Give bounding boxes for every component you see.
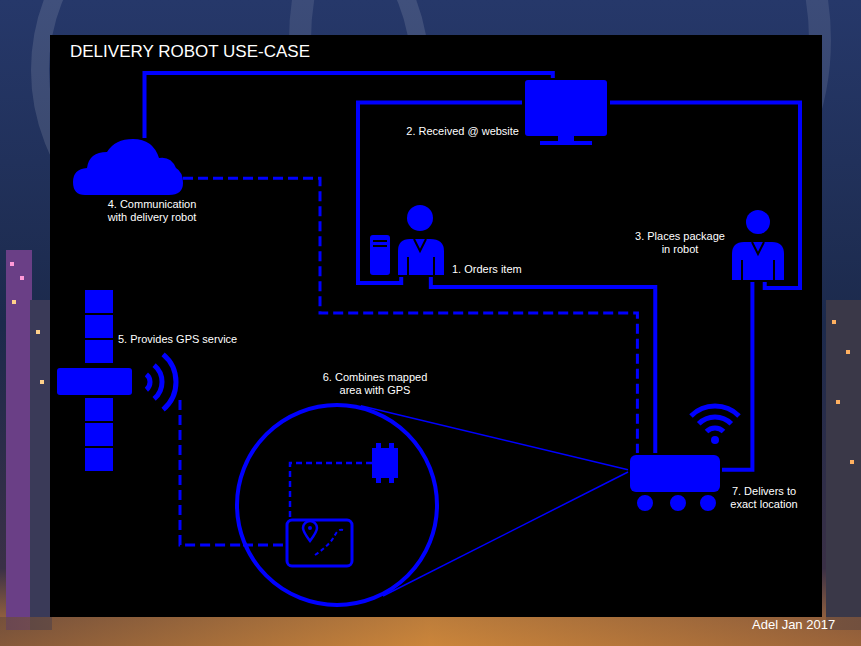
window-light bbox=[10, 262, 14, 266]
robot-wheel bbox=[699, 494, 717, 512]
person-head bbox=[746, 210, 770, 234]
chip-pin bbox=[376, 443, 381, 448]
person-body bbox=[398, 239, 444, 275]
connector-line bbox=[358, 102, 522, 283]
tower-detail bbox=[373, 245, 387, 247]
step-caption: 7. Delivers to exact location bbox=[724, 485, 804, 511]
solar-panel bbox=[85, 423, 113, 446]
window-light bbox=[846, 350, 850, 354]
chip-pin bbox=[376, 478, 381, 483]
robot-node: 7. Delivers to exact location bbox=[628, 453, 722, 515]
connector-line bbox=[361, 406, 628, 470]
window-light bbox=[20, 276, 24, 280]
node-icon bbox=[55, 288, 180, 478]
diagram-panel bbox=[50, 35, 822, 617]
wifi-arc bbox=[699, 417, 732, 424]
robot-wheel bbox=[636, 494, 654, 512]
cloud-shape bbox=[73, 139, 183, 195]
city-road bbox=[0, 617, 861, 646]
window-light bbox=[850, 460, 854, 464]
gps-link bbox=[243, 544, 287, 547]
building bbox=[6, 250, 32, 630]
wifi-dot bbox=[711, 436, 719, 444]
person-collar bbox=[414, 239, 426, 251]
robot-body bbox=[630, 455, 720, 492]
credit-note: Adel Jan 2017 bbox=[752, 617, 835, 632]
node-icon bbox=[628, 453, 722, 515]
tower-detail bbox=[373, 240, 387, 242]
satellite-body bbox=[57, 368, 132, 395]
step-caption: 1. Orders item bbox=[452, 263, 522, 276]
zoom-circle-node: 6. Combines mapped area with GPS bbox=[235, 403, 439, 607]
map-icon bbox=[287, 520, 352, 566]
connector-line bbox=[431, 277, 655, 453]
monitor-base bbox=[540, 141, 592, 145]
connector-line bbox=[610, 102, 800, 288]
person-arms bbox=[408, 257, 434, 275]
step-caption: 6. Combines mapped area with GPS bbox=[317, 371, 433, 397]
customer-node: 1. Orders item bbox=[370, 203, 448, 277]
building bbox=[826, 300, 861, 630]
solar-panel bbox=[85, 340, 113, 363]
node-icon bbox=[73, 138, 183, 198]
person-head bbox=[407, 205, 433, 231]
robot-wheel bbox=[669, 494, 687, 512]
step-caption: 4. Communication with delivery robot bbox=[100, 198, 204, 224]
building bbox=[30, 300, 52, 630]
zoom-circle bbox=[237, 405, 437, 605]
step-caption: 5. Provides GPS service bbox=[118, 333, 237, 346]
node-icon bbox=[235, 403, 439, 607]
dashed-connector bbox=[183, 178, 637, 453]
chip-pin bbox=[389, 443, 394, 448]
window-light bbox=[12, 300, 16, 304]
connector-line bbox=[145, 73, 553, 138]
window-light bbox=[832, 320, 836, 324]
window-light bbox=[36, 330, 40, 334]
magnifier-line bbox=[383, 472, 628, 596]
satellite-node: 5. Provides GPS service bbox=[55, 288, 180, 478]
diagram-title: DELIVERY ROBOT USE-CASE bbox=[70, 42, 310, 62]
step-caption: 2. Received @ website bbox=[406, 125, 519, 138]
website-node: 2. Received @ website bbox=[522, 78, 610, 146]
chip-pin bbox=[389, 478, 394, 483]
computer-tower bbox=[370, 235, 390, 275]
solar-panel bbox=[85, 448, 113, 471]
signal-wave bbox=[154, 365, 162, 399]
chip-body bbox=[372, 448, 398, 478]
window-light bbox=[836, 400, 840, 404]
solar-panel bbox=[85, 398, 113, 421]
node-icon bbox=[522, 78, 610, 146]
wifi-symbol bbox=[691, 406, 739, 431]
node-icon bbox=[730, 208, 786, 282]
map-route bbox=[315, 530, 345, 555]
dashed-connector bbox=[180, 400, 243, 545]
step-caption: 3. Places package in robot bbox=[632, 230, 728, 256]
window-light bbox=[40, 380, 44, 384]
connector-line bbox=[722, 282, 752, 470]
solar-panel bbox=[85, 290, 113, 313]
cloud-node: 4. Communication with delivery robot bbox=[73, 138, 183, 198]
packer-node: 3. Places package in robot bbox=[730, 208, 786, 282]
signal-wave bbox=[163, 354, 176, 409]
chip-link bbox=[290, 463, 372, 520]
map-pin-dot bbox=[308, 526, 312, 530]
person-arms bbox=[742, 260, 774, 280]
person-body bbox=[732, 242, 784, 280]
monitor-screen bbox=[525, 80, 607, 136]
solar-panel bbox=[85, 315, 113, 338]
map-pin bbox=[303, 521, 317, 541]
person-collar bbox=[752, 242, 764, 254]
wifi-arc bbox=[707, 428, 724, 432]
node-icon bbox=[370, 203, 448, 277]
wifi-arc bbox=[691, 406, 739, 416]
signal-wave bbox=[146, 374, 150, 389]
